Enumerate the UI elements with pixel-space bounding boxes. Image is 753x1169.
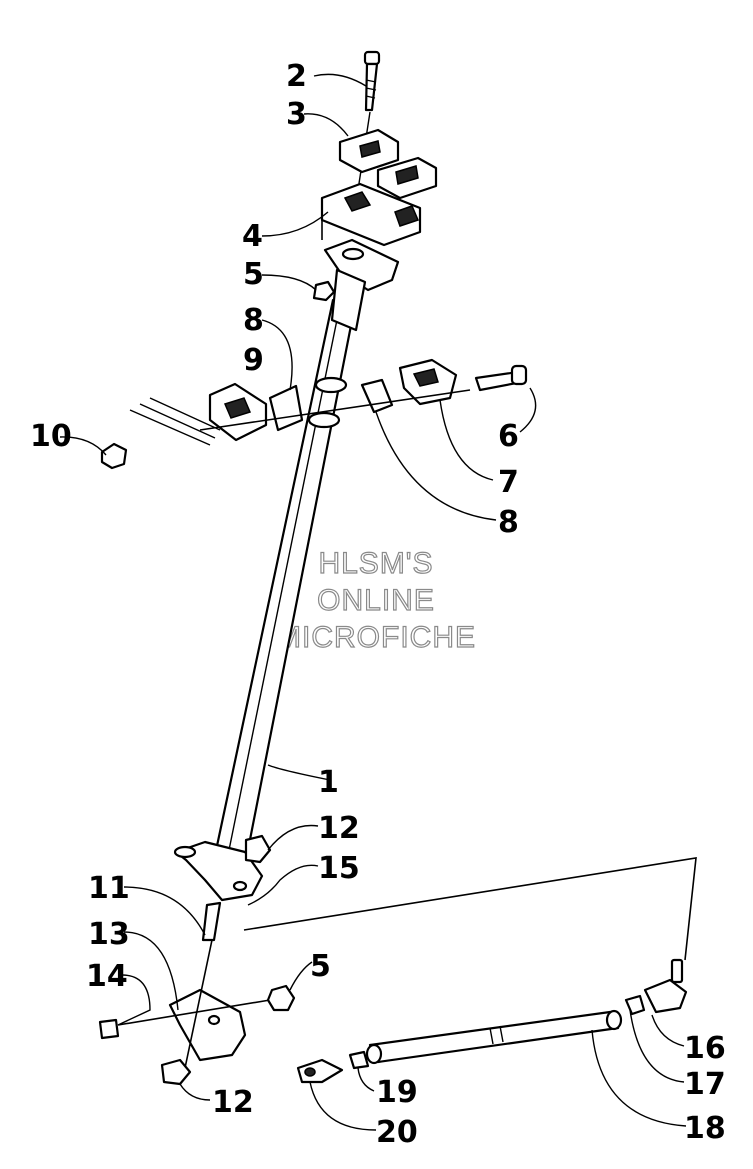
- nut-part-5-upper: [312, 280, 336, 302]
- callout-3: 3: [286, 97, 307, 132]
- callout-19: 19: [376, 1075, 418, 1110]
- callout-18: 18: [684, 1111, 726, 1146]
- callout-1: 1: [318, 765, 339, 800]
- callout-12-upper: 12: [318, 811, 360, 846]
- callout-11: 11: [88, 871, 130, 906]
- watermark-line-1: HLSM'S: [318, 547, 433, 580]
- callout-14: 14: [86, 959, 128, 994]
- callout-9: 9: [243, 343, 264, 378]
- handlebar-cap-part-3: [338, 128, 438, 200]
- callout-10: 10: [30, 419, 72, 454]
- callout-4: 4: [242, 219, 263, 254]
- callout-8-lower: 8: [498, 505, 519, 540]
- watermark-line-2: ONLINE: [317, 584, 435, 617]
- nut-part-10: [100, 397, 221, 470]
- callout-2: 2: [286, 59, 307, 94]
- tie-rod-assembly: [296, 958, 688, 1084]
- bushing-leader-8-upper: [261, 319, 293, 391]
- watermark: HLSM'S ONLINE MICROFICHE: [275, 546, 476, 654]
- callout-5-lower: 5: [310, 949, 331, 984]
- callout-13: 13: [88, 917, 130, 952]
- steering-post-part: [173, 238, 697, 961]
- callout-16: 16: [684, 1031, 726, 1066]
- clamp-parts-6-7-8: [199, 358, 528, 431]
- callout-20: 20: [376, 1115, 418, 1150]
- callout-labels: 2 3 4 5 8 9 10 6 7 8 1 12 15 11 13 5 14 …: [30, 59, 726, 1150]
- watermark-line-3: MICROFICHE: [276, 621, 476, 654]
- leader-lines: [59, 73, 687, 1131]
- callout-5-upper: 5: [243, 257, 264, 292]
- callout-6: 6: [498, 419, 519, 454]
- callout-17: 17: [684, 1067, 726, 1102]
- bracket-part-13: [117, 901, 271, 1069]
- handlebar-block-part-4: [320, 182, 422, 247]
- fasteners-parts-5-12-14: [98, 834, 296, 1086]
- callout-8-upper: 8: [243, 303, 264, 338]
- callout-7: 7: [498, 465, 519, 500]
- callout-12-lower: 12: [212, 1085, 254, 1120]
- callout-15: 15: [318, 851, 360, 886]
- clamp-part-9: [208, 382, 304, 442]
